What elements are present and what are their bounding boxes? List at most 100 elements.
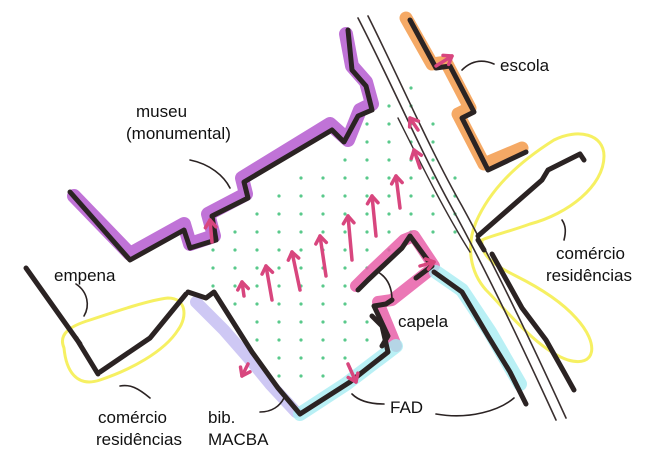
plaza-dot — [431, 140, 435, 144]
plaza-dot — [431, 176, 435, 180]
plaza-dot — [409, 194, 413, 198]
label-fad: FAD — [390, 398, 424, 417]
label-museu-sub: (monumental) — [126, 124, 231, 143]
plaza-dot — [233, 302, 237, 306]
highlight-layer — [61, 11, 606, 421]
plaza-dot — [453, 176, 457, 180]
plaza-dot — [277, 266, 281, 270]
plaza-dot — [277, 356, 281, 360]
label-museu: museu — [136, 102, 188, 121]
leader-escola — [461, 60, 495, 71]
plaza-dot — [365, 338, 369, 342]
plaza-dot — [299, 320, 303, 324]
plaza-dot — [299, 338, 303, 342]
plaza-dot — [365, 140, 369, 144]
plaza-dot — [255, 230, 259, 234]
plaza-dot — [277, 284, 281, 288]
plaza-dot-pattern — [211, 86, 457, 378]
plaza-dot — [365, 230, 369, 234]
plaza-dot — [387, 122, 391, 126]
plaza-dot — [365, 158, 369, 162]
plaza-dot — [321, 338, 325, 342]
leader-bib — [259, 397, 285, 413]
flow-arrow — [238, 362, 252, 378]
plaza-dot — [321, 176, 325, 180]
plaza-dot — [277, 248, 281, 252]
plaza-dot — [299, 176, 303, 180]
plaza-dot — [277, 374, 281, 378]
label-escola: escola — [500, 56, 550, 75]
leader-fad-left — [351, 393, 385, 405]
leader-lines — [75, 60, 567, 417]
label-residencias-left: residências — [96, 430, 182, 449]
plaza-dot — [211, 284, 215, 288]
flow-arrow — [236, 280, 251, 298]
plaza-dot — [387, 212, 391, 216]
flow-arrow — [341, 214, 356, 262]
leader-capela — [377, 271, 393, 301]
flow-arrow — [260, 264, 275, 302]
flow-arrow — [418, 257, 436, 271]
flow-arrow — [203, 218, 218, 244]
plaza-dot — [343, 194, 347, 198]
flow-arrow — [389, 174, 404, 210]
plaza-dot — [387, 194, 391, 198]
plaza-dot — [431, 230, 435, 234]
plaza-dot — [299, 194, 303, 198]
flow-arrow — [346, 362, 360, 384]
label-empena: empena — [54, 266, 116, 285]
plaza-dot — [321, 284, 325, 288]
escola-outline — [407, 17, 529, 173]
plaza-dot — [277, 302, 281, 306]
plaza-dot — [365, 320, 369, 324]
flow-arrow — [365, 194, 380, 238]
plaza-dot — [211, 248, 215, 252]
comercio-left-outline — [61, 296, 186, 384]
plaza-dot — [409, 176, 413, 180]
plaza-dot — [431, 212, 435, 216]
museu-highlight — [67, 27, 379, 261]
plaza-dot — [365, 248, 369, 252]
fad-outline — [431, 269, 529, 407]
street-line-2 — [367, 15, 567, 419]
leader-empena — [75, 283, 89, 317]
flow-arrow — [434, 53, 454, 68]
plaza-dot — [255, 338, 259, 342]
plaza-dot — [431, 194, 435, 198]
leader-comercio-right — [561, 219, 567, 241]
plaza-dot — [299, 266, 303, 270]
plaza-dot — [343, 284, 347, 288]
label-residencias-right: residências — [546, 266, 632, 285]
plaza-dot — [255, 302, 259, 306]
building-outlines — [23, 17, 587, 417]
plaza-dot — [343, 176, 347, 180]
plaza-dot — [321, 194, 325, 198]
plaza-dot — [453, 230, 457, 234]
flow-arrow — [407, 116, 421, 132]
museu-outline — [67, 27, 375, 263]
plaza-dot — [299, 356, 303, 360]
plaza-dot — [299, 374, 303, 378]
plaza-dot — [211, 266, 215, 270]
leader-museu — [189, 159, 231, 189]
plaza-dot — [343, 356, 347, 360]
flow-arrow — [314, 234, 329, 278]
plaza-dot — [409, 86, 413, 90]
plaza-dot — [277, 194, 281, 198]
plaza-dot — [277, 338, 281, 342]
label-macba: MACBA — [208, 430, 269, 449]
flow-arrow — [409, 148, 424, 170]
plaza-dot — [277, 320, 281, 324]
plaza-dot — [321, 302, 325, 306]
plaza-dot — [233, 284, 237, 288]
plaza-dot — [255, 212, 259, 216]
label-bib: bib. — [208, 408, 236, 427]
plaza-dot — [255, 266, 259, 270]
comercio-right-outline-building — [475, 151, 587, 393]
plaza-dot — [387, 158, 391, 162]
plaza-dot — [365, 194, 369, 198]
plaza-dot — [365, 176, 369, 180]
street-line-3 — [397, 117, 471, 253]
plaza-dot — [343, 302, 347, 306]
